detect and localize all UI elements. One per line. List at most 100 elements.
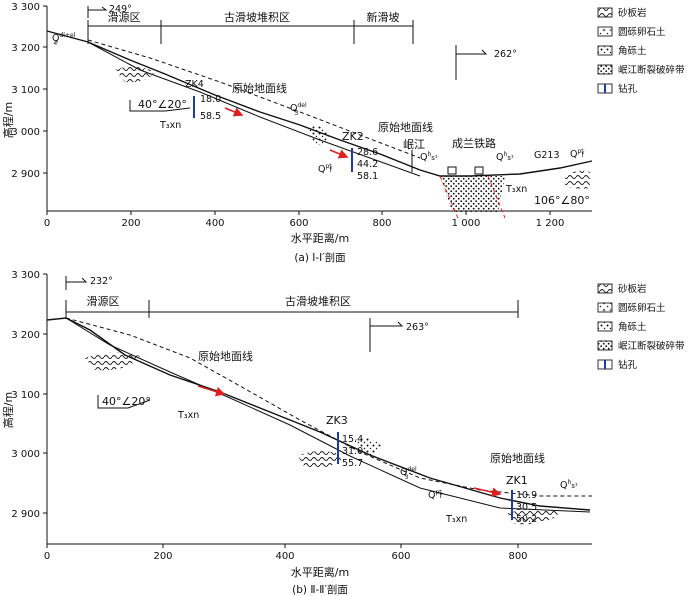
legend-label: 圆砾卵石土 [618,302,666,314]
legend-a: 砂板岩 圆砾卵石土 角砾土 岷江断裂破碎带 钻孔 [597,7,685,95]
attitude-label: 40°∠20° [102,395,151,408]
x-tick-label: 0 [44,551,50,562]
y-ticks: 3 300 3 200 3 100 3 000 2 900 [11,2,47,180]
zk3-depth: 15.4 [342,434,363,445]
zk1-depth: 10.9 [516,490,537,501]
railway-marker [447,166,457,175]
slip-arrow [224,107,244,117]
legend-label: 钻孔 [618,83,638,95]
x-tick-label: 800 [372,218,391,229]
x-tick-label: 1 000 [452,218,481,229]
legend-swatch-gravel [597,26,613,37]
zk1-label: ZK1 [506,474,528,487]
lithology-label: T₃xn [445,514,467,525]
qs1-label: Qhs¹ [496,151,514,163]
legend-swatch-angular [597,321,613,332]
zk2-depth: 44.2 [357,159,378,170]
sandstone-patch [505,509,560,525]
attitude-bracket [129,100,191,112]
x-tick-label: 400 [275,551,294,562]
x-tick-label: 600 [391,551,410,562]
attitude-label: 106°∠80° [534,194,590,207]
x-tick-label: 200 [121,218,140,229]
y-axis-label: 高程/m [1,392,15,428]
railway-label: 成兰铁路 [452,137,496,150]
fault-line [439,175,459,219]
zk3-depth: 55.7 [342,458,363,469]
panel-a: 3 300 3 200 3 100 3 000 2 900 高程/m 0 200… [1,2,593,264]
y-axis-label: 高程/m [1,102,15,138]
y-tick-label: 3 300 [11,2,40,13]
slip-arrow [197,385,226,397]
zk1-depth: 50.2 [516,514,537,525]
x-axis-label: 水平距离/m [291,231,349,245]
legend-swatch-angular [597,45,613,56]
legend-label: 角砾土 [618,321,647,333]
original-ground-label: 原始地面线 [198,349,253,363]
zone-label: 新滑坡 [367,10,400,24]
zk4-depth: 58.5 [200,111,221,122]
original-ground-label: 原始地面线 [378,120,433,134]
original-ground-line [65,317,592,497]
road-label: G213 [534,150,560,161]
angular-gravel-patch [355,438,382,458]
qf-label: Qptf [318,163,333,175]
y-tick-label: 3 300 [11,270,40,281]
lithology-label: T₃xn [177,410,199,421]
qf-label: Qptf [428,489,443,501]
qs1-label: Qhs¹ [560,479,578,491]
zone-label: 古滑坡堆积区 [224,11,290,24]
qpf-label: Qptf [570,148,585,160]
zone-label: 古滑坡堆积区 [285,295,351,308]
y-tick-label: 3 000 [11,449,40,460]
attitude-bracket [97,395,151,409]
zone-bar: 滑源区 古滑坡堆积区 [65,294,519,318]
orientation-label: 232° [90,276,113,287]
x-ticks: 0 200 400 600 800 [44,544,528,562]
lithology-label: T₃xn [159,120,181,131]
x-tick-label: 400 [205,218,224,229]
zk2-depth: 58.1 [357,171,378,182]
legend-swatch-fault [597,64,613,75]
orientation-mark-side: 262° [455,45,517,80]
legend-label: 圆砾卵石土 [618,26,666,38]
x-ticks: 0 200 400 600 800 1 000 1 200 [44,211,565,229]
zk1-depth: 30.5 [516,502,537,513]
y-ticks: 3 300 3 200 3 100 3 000 2 900 [11,270,47,520]
qs2-label: Qhs² [420,151,438,163]
x-axis-label: 水平距离/m [291,565,349,579]
x-tick-label: 1 200 [536,218,565,229]
zk4-label: ZK4 [185,79,204,90]
zone-label: 滑源区 [108,10,141,24]
legend-label: 角砾土 [618,45,647,57]
orientation-label: 263° [406,322,429,333]
y-tick-label: 3 200 [11,43,40,54]
legend-label: 钻孔 [618,359,638,371]
lithology-label: T₃xn [505,184,527,195]
x-tick-label: 0 [44,218,50,229]
attitude-label: 40°∠20° [138,98,187,111]
x-tick-label: 200 [153,551,172,562]
legend-swatch-gravel [597,302,613,313]
y-tick-label: 2 900 [11,509,40,520]
angular-gravel-patch [308,126,330,146]
legend-swatch-fault [597,340,613,351]
x-tick-label: 600 [289,218,308,229]
legend-label: 砂板岩 [618,7,647,19]
orientation-mark-main: 249° [87,4,132,18]
legend-swatch-sandstone [597,7,613,18]
legend-label: 岷江断裂破碎带 [618,340,685,352]
railway-marker [474,166,484,175]
zk3-label: ZK3 [326,414,348,427]
y-tick-label: 3 200 [11,330,40,341]
orientation-mark-main: 232° [65,276,113,290]
y-tick-label: 3 000 [11,127,40,138]
orientation-label: 262° [494,49,517,60]
zk2-label: ZK2 [342,130,364,143]
sandstone-patch [298,451,345,469]
legend-b: 砂板岩 圆砾卵石土 角砾土 岷江断裂破碎带 钻孔 [597,283,685,371]
orientation-mark-side: 263° [369,318,429,352]
